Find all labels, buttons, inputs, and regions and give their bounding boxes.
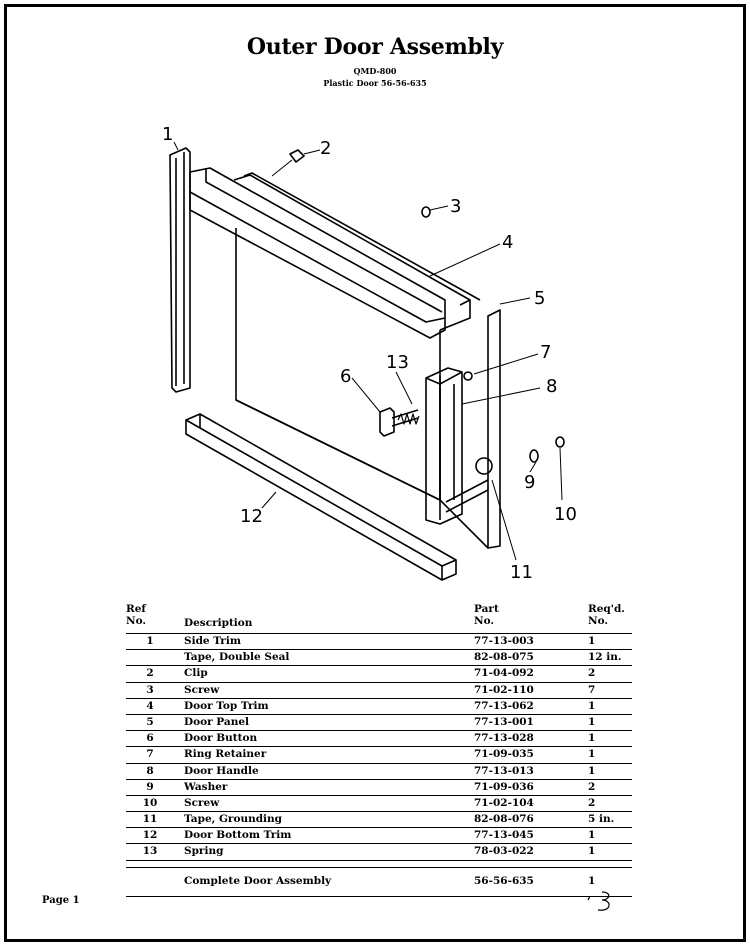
description-header: Description [184, 617, 253, 629]
door-bottom-trim-part [185, 413, 457, 581]
callout-4: 4 [502, 232, 513, 253]
door-handle-part [425, 367, 489, 525]
part-header-line2: No. [474, 615, 495, 627]
callout-1: 1 [162, 124, 173, 145]
screw-part-10 [555, 436, 565, 448]
callout-11: 11 [510, 562, 533, 583]
door-button-part [379, 407, 419, 437]
callout-10: 10 [554, 504, 577, 525]
leader-lines [173, 141, 563, 561]
ref-header-line1: Ref [126, 603, 146, 615]
handwritten-mark [587, 891, 610, 911]
callout-6: 6 [340, 366, 351, 387]
clip-part [289, 149, 305, 163]
screw-part [421, 206, 431, 218]
door-top-trim-part [189, 167, 481, 339]
callout-2: 2 [320, 138, 331, 159]
page-title: Outer Door Assembly [246, 34, 504, 60]
page-border [4, 4, 746, 942]
complete-assembly-row: Complete Door Assembly 56-56-635 1 [126, 866, 632, 897]
qty-header-line2: No. [588, 615, 609, 627]
callout-5: 5 [534, 288, 545, 309]
ref-header-line2: No. [126, 615, 147, 627]
ring-retainer-part [463, 371, 473, 381]
page-number: Page 1 [42, 895, 80, 906]
complete-assembly-description: Complete Door Assembly [184, 874, 332, 887]
complete-assembly-qty: 1 [588, 874, 596, 887]
washer-part [529, 449, 539, 463]
complete-assembly-part: 56-56-635 [474, 874, 534, 887]
callout-13: 13 [386, 352, 409, 373]
callout-3: 3 [450, 196, 461, 217]
callout-8: 8 [546, 376, 557, 397]
qty-header-line1: Req'd. [588, 603, 625, 615]
callout-12: 12 [240, 506, 263, 527]
assembly-subtitle: Plastic Door 56-56-635 [323, 78, 427, 88]
callout-9: 9 [524, 472, 535, 493]
model-number: QMD-800 [353, 66, 397, 76]
parts-table: Ref No. Description Part No. Req'd. No. … [126, 604, 632, 897]
parts-table-header: Ref No. Description Part No. Req'd. No. [126, 604, 632, 634]
grounding-tape-part [475, 457, 493, 475]
part-header-line1: Part [474, 603, 499, 615]
side-trim-part [169, 147, 191, 393]
callout-7: 7 [540, 342, 551, 363]
spring-part [397, 413, 420, 425]
exploded-door-diagram: 1 2 3 4 5 6 7 8 9 10 11 12 13 [162, 124, 577, 583]
door-panel-part [235, 228, 501, 549]
